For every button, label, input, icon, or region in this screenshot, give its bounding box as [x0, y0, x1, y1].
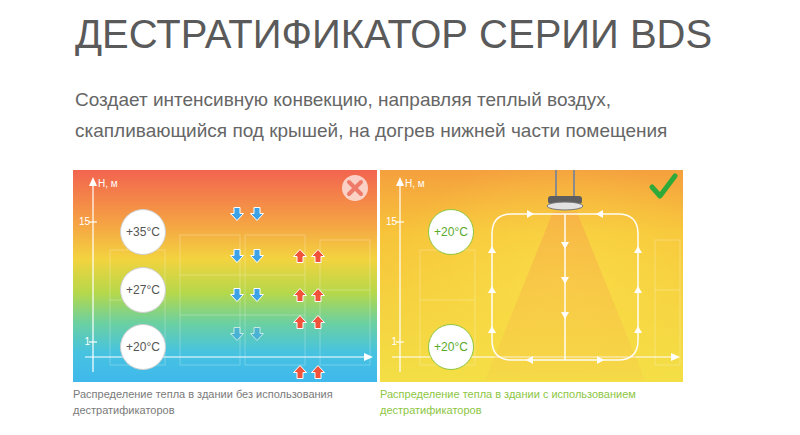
cold-air-arrows	[231, 208, 264, 341]
warehouse-shelves	[110, 235, 370, 365]
heat-glow	[380, 170, 683, 382]
title: ДЕСТРАТИФИКАТОР СЕРИИ BDS	[75, 10, 712, 58]
check-mark	[652, 176, 675, 196]
tick-label: 1	[379, 336, 397, 348]
heat-panel: Распределение тепла в здании с использов…	[380, 170, 683, 382]
airflow-cone	[485, 212, 645, 380]
heat-ground	[380, 170, 683, 382]
temperature-value: +20°C	[434, 225, 468, 239]
panel-caption: Распределение тепла в здании с использов…	[380, 386, 675, 418]
temperature-value: +20°C	[126, 340, 160, 354]
temperature-circle: +35°C	[120, 209, 166, 255]
destratifier-unit	[547, 170, 583, 210]
temperature-value: +35°C	[126, 225, 160, 239]
axis-arrowhead	[396, 177, 404, 186]
heat-ground	[73, 170, 377, 382]
axis-label: H, м	[98, 178, 138, 190]
heat-panel: Распределение тепла в здании без использ…	[73, 170, 377, 382]
temperature-circle: +27°C	[120, 267, 166, 313]
airflow-arrows	[488, 210, 642, 364]
axis-arrowhead	[364, 353, 373, 361]
tick-label: 15	[72, 216, 90, 228]
cross-mark	[349, 182, 361, 194]
subtitle: Создает интенсивную конвекцию, направляя…	[75, 84, 715, 146]
cross-badge	[342, 175, 368, 201]
temperature-value: +27°C	[126, 283, 160, 297]
tick-label: 1	[72, 336, 90, 348]
temperature-circle: +20°C	[120, 324, 166, 370]
warm-air-arrows	[294, 250, 325, 379]
axis-label: H, м	[405, 178, 445, 190]
temperature-circle: +20°C	[428, 324, 474, 370]
temperature-circle: +20°C	[428, 209, 474, 255]
axis-arrowhead	[671, 353, 680, 361]
airflow-loop	[492, 214, 638, 360]
axis-arrowhead	[89, 177, 97, 186]
axis	[85, 184, 366, 372]
temperature-value: +20°C	[434, 340, 468, 354]
panel-caption: Распределение тепла в здании без использ…	[73, 386, 368, 418]
tick-label: 15	[379, 216, 397, 228]
